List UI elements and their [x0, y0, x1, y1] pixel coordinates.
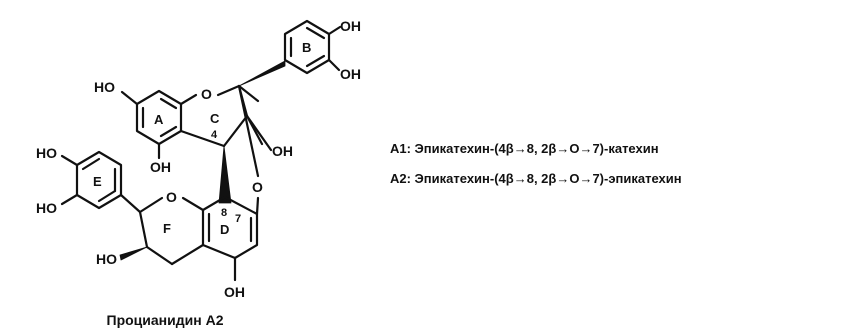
- oh-label: OH: [340, 18, 361, 34]
- ho-label: HO: [36, 145, 57, 161]
- ring-c: [179, 84, 273, 152]
- ho-label: HO: [36, 200, 57, 216]
- ring-a: [120, 89, 183, 160]
- variant-list: А1: Эпикатехин-(4β→8, 2β→О→7)-катехин А2…: [390, 140, 850, 200]
- c4-c8-wedge: [218, 145, 232, 204]
- oh-label: OH: [150, 159, 171, 175]
- locant-8: 8: [221, 207, 227, 219]
- oh-label: OH: [224, 284, 245, 300]
- ring-f: [119, 196, 205, 266]
- ring-label-d: D: [220, 222, 229, 237]
- ring-e: [60, 150, 123, 210]
- oh-label: OH: [340, 66, 361, 82]
- ether-bridge: [237, 84, 260, 216]
- ring-oxygen-label: O: [166, 189, 177, 205]
- ring-e-ring-f-bond: [119, 193, 142, 214]
- locant-4: 4: [211, 129, 218, 141]
- oh-label: OH: [272, 143, 293, 159]
- ring-d: [201, 195, 259, 282]
- ring-label-c: C: [210, 111, 220, 126]
- c2-ring-b-bond: [238, 60, 286, 87]
- ring-b: [283, 19, 342, 75]
- ring-label-b: B: [302, 40, 311, 55]
- variant-a1: А1: Эпикатехин-(4β→8, 2β→О→7)-катехин: [390, 141, 659, 156]
- bridge-oxygen-label: O: [252, 179, 263, 195]
- ring-label-a: A: [154, 112, 164, 127]
- locant-7: 7: [235, 213, 241, 225]
- ring-label-f: F: [163, 221, 171, 236]
- ring-label-e: E: [93, 174, 102, 189]
- ho-label: HO: [96, 251, 117, 267]
- variant-a2: А2: Эпикатехин-(4β→8, 2β→О→7)-эпикатехин: [390, 171, 682, 186]
- ho-label: HO: [94, 79, 115, 95]
- compound-name: Процианидин А2: [106, 312, 224, 328]
- ring-oxygen-label: O: [201, 86, 212, 102]
